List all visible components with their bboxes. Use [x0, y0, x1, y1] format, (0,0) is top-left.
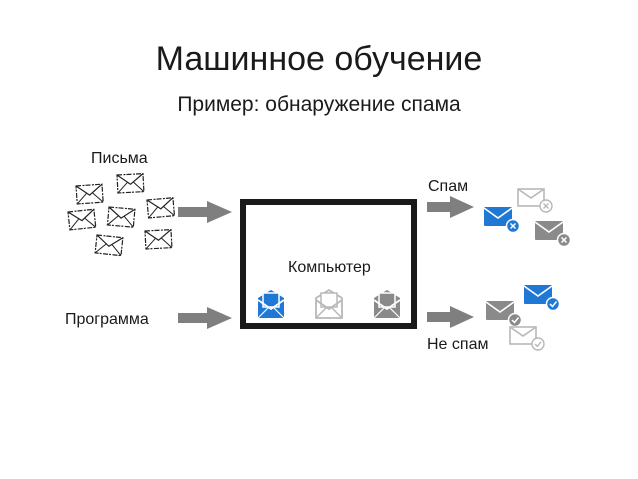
program-arrow-icon — [178, 307, 232, 329]
ham-envelope-gray-icon — [485, 301, 523, 328]
spam-envelope-blue-icon — [483, 207, 521, 234]
computer-label: Компьютер — [288, 259, 371, 276]
program-label: Программа — [65, 311, 149, 328]
slide-subtitle: Пример: обнаружение спама — [177, 93, 461, 116]
letters-pile — [67, 173, 176, 257]
letter-envelope-icon — [75, 183, 104, 205]
not-spam-label: Не спам — [427, 336, 489, 353]
input-arrows — [178, 201, 232, 329]
spam-arrow-icon — [427, 196, 474, 218]
letters-arrow-icon — [178, 201, 232, 223]
letter-envelope-icon — [67, 208, 97, 231]
ham-envelope-light-icon — [509, 326, 545, 351]
spam-envelope-light-icon — [517, 188, 553, 213]
letter-envelope-icon — [106, 206, 136, 228]
letter-envelope-icon — [144, 229, 173, 250]
computer-box — [240, 199, 417, 329]
letters-label: Письма — [91, 150, 148, 167]
slide-title: Машинное обучение — [155, 40, 483, 78]
spam-label: Спам — [428, 178, 469, 195]
letter-envelope-icon — [94, 234, 124, 257]
not-spam-arrow-icon — [427, 306, 474, 328]
letter-envelope-icon — [116, 173, 145, 194]
output-arrows — [427, 196, 474, 328]
letter-envelope-icon — [146, 197, 176, 219]
open-envelope-outline-icon — [315, 288, 343, 319]
ham-envelope-blue-icon — [523, 285, 561, 312]
open-envelope-blue-icon — [257, 290, 285, 319]
open-envelope-gray-icon — [373, 290, 401, 319]
spam-envelope-gray-icon — [534, 221, 572, 248]
